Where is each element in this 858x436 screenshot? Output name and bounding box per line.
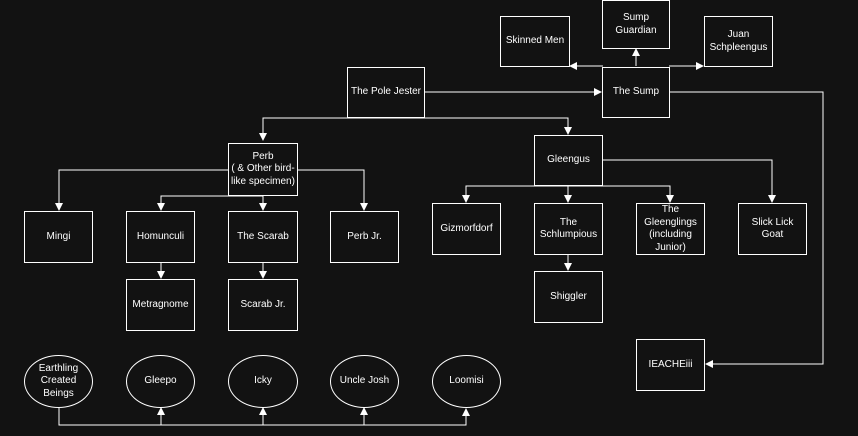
node-earthling-created-beings[interactable]: Earthling Created Beings: [24, 355, 93, 408]
node-homunculi[interactable]: Homunculi: [126, 211, 195, 263]
node-metragnome[interactable]: Metragnome: [126, 279, 195, 331]
node-gleepo[interactable]: Gleepo: [126, 355, 195, 408]
node-skinned-men[interactable]: Skinned Men: [500, 16, 570, 67]
node-shiggler[interactable]: Shiggler: [534, 271, 603, 323]
node-juan-schpleengus[interactable]: Juan Schpleengus: [704, 16, 773, 67]
edge-gleengus-to-gleenglings: [568, 185, 674, 203]
node-perb-jr[interactable]: Perb Jr.: [330, 211, 399, 263]
edge-jester-to-gleengus: [386, 117, 572, 135]
node-scarab-jr[interactable]: Scarab Jr.: [228, 279, 298, 331]
node-the-sump[interactable]: The Sump: [602, 67, 670, 118]
edge-jester-to-perb: [259, 117, 386, 141]
node-uncle-josh[interactable]: Uncle Josh: [330, 355, 399, 408]
node-gleengus[interactable]: Gleengus: [534, 135, 603, 186]
node-schlumpious[interactable]: The Schlumpious: [534, 203, 603, 255]
edge-gleengus-to-slick-lick: [603, 159, 776, 203]
node-perb[interactable]: Perb ( & Other bird-like specimen): [228, 143, 298, 196]
node-ieacheiii[interactable]: IEACHEiii: [636, 339, 705, 391]
node-gizmorfdorf[interactable]: Gizmorfdorf: [432, 203, 501, 255]
edge-perb-to-mingi: [55, 169, 229, 211]
node-icky[interactable]: Icky: [228, 355, 298, 408]
node-sump-guardian[interactable]: Sump Guardian: [602, 0, 670, 49]
node-loomisi[interactable]: Loomisi: [432, 355, 501, 408]
node-the-scarab[interactable]: The Scarab: [228, 211, 298, 263]
node-gleenglings[interactable]: The Gleenglings (including Junior): [636, 203, 705, 255]
edge-gleengus-to-gizmorfdorf: [462, 185, 568, 203]
edge-sump-to-ieacheiii: [669, 91, 824, 368]
node-slick-lick-goat[interactable]: Slick Lick Goat: [738, 203, 807, 255]
edge-perb-to-perb-jr: [297, 169, 368, 211]
node-mingi[interactable]: Mingi: [24, 211, 93, 263]
node-pole-jester[interactable]: The Pole Jester: [347, 67, 425, 118]
edge-perb-to-homunculi: [157, 195, 263, 211]
